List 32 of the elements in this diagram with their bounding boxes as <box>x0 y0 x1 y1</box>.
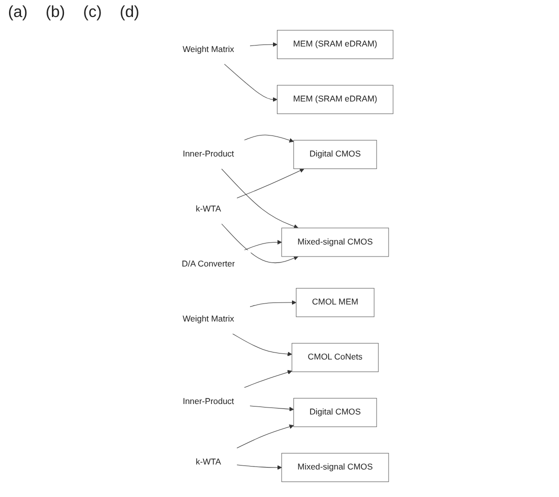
node-text: k-WTA <box>196 204 221 214</box>
node-box: CMOL MEM <box>296 288 374 318</box>
node-box: Mixed-signal CMOS <box>281 452 389 482</box>
arrow <box>221 168 298 229</box>
node-box: Mixed-signal CMOS <box>281 228 389 257</box>
arrow <box>232 333 292 356</box>
arrow <box>250 42 278 47</box>
node-text: Inner-Product <box>182 397 234 406</box>
node-box: MEM (SRAM eDRAM) <box>276 84 394 114</box>
node-text: k-WTA <box>196 457 221 466</box>
node-text: Weight Matrix <box>182 314 234 324</box>
node-box: Digital CMOS <box>293 398 377 428</box>
panel-label: (d) <box>120 4 140 22</box>
node-box: MEM (SRAM eDRAM) <box>276 30 394 60</box>
arrow <box>236 424 294 448</box>
node-box: CMOL CoNets <box>292 342 379 372</box>
arrow <box>236 168 304 198</box>
arrow <box>244 240 282 250</box>
panel-label: (c) <box>83 4 102 22</box>
arrow <box>250 300 296 308</box>
arrow <box>244 134 294 142</box>
arrow <box>224 64 278 102</box>
arrow <box>221 223 298 264</box>
node-box: Digital CMOS <box>293 140 377 170</box>
node-text: D/A Converter <box>182 260 235 269</box>
panel-label: (b) <box>46 4 66 22</box>
node-text: Inner-Product <box>182 150 234 159</box>
arrow <box>236 464 282 470</box>
arrow <box>244 370 292 388</box>
arrow <box>250 406 294 412</box>
panel-label: (a) <box>8 4 28 22</box>
node-text: Weight Matrix <box>182 45 234 54</box>
